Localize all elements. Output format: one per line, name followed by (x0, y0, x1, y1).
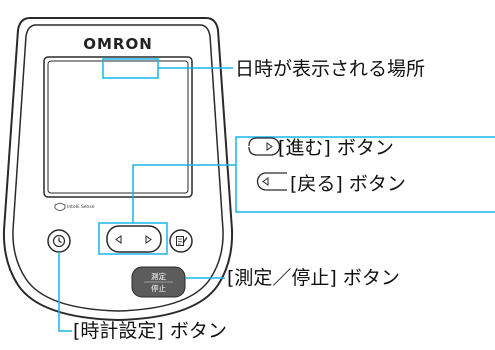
next-button[interactable] (145, 235, 152, 244)
memo-button[interactable] (169, 229, 193, 253)
next-arrow-icon (145, 235, 152, 244)
clock-setting-button[interactable] (47, 229, 71, 253)
datetime-area-label: 日時が表示される場所 (235, 58, 425, 80)
start-stop-button-label-1: 測定 (151, 271, 166, 281)
next-button-icon (248, 137, 281, 156)
back-button[interactable] (115, 235, 122, 244)
start-stop-button-label-2: 停止 (151, 283, 166, 293)
memo-icon (176, 236, 188, 246)
clock-setting-button-callout-label: [時計設定] ボタン (73, 320, 227, 342)
device: OMRON Intelli Sense (2, 17, 234, 322)
display-screen (47, 60, 189, 194)
next-button-label: [進む] ボタン (278, 137, 394, 159)
brand-logo: OMRON (83, 35, 153, 53)
nav-buttons-frame (106, 225, 162, 253)
nav-callout-panel (235, 136, 495, 213)
start-stop-button[interactable]: 測定 停止 (131, 266, 186, 298)
heart-shield-icon (54, 202, 66, 211)
callout-lines (58, 58, 495, 332)
back-arrow-icon (115, 235, 122, 244)
nav-leader (132, 164, 236, 223)
intellisense-logo-text: Intelli Sense (67, 204, 95, 210)
clock-icon (52, 234, 66, 248)
back-button-icon (256, 172, 287, 191)
intellisense-logo: Intelli Sense (54, 202, 95, 211)
back-button-label: [戻る] ボタン (290, 173, 406, 195)
start-stop-button-callout-label: [測定／停止] ボタン (227, 267, 400, 289)
device-inner-shell (12, 24, 224, 312)
clock-setting-leader (58, 252, 72, 332)
